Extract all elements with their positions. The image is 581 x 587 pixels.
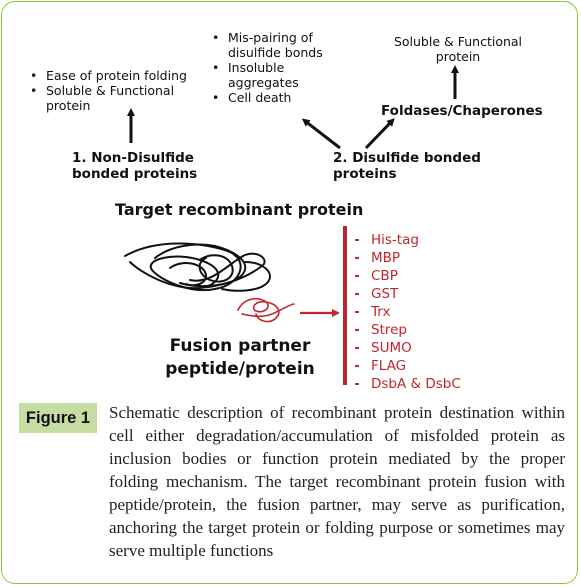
figure-label: Figure 1 xyxy=(19,403,97,433)
fusion-tag-item: FLAG xyxy=(345,357,485,375)
figure-caption: Schematic description of recombinant pro… xyxy=(109,403,565,560)
fusion-tag-item: GST xyxy=(345,285,485,303)
disulfide-label: 2. Disulfide bonded proteins xyxy=(333,150,481,182)
arrow-to-chaperones xyxy=(364,118,395,150)
left-outcome-item: Soluble & Functional protein xyxy=(28,83,206,113)
fusion-partner-title: Fusion partner peptide/protein xyxy=(165,336,315,379)
left-outcome-item: Ease of protein folding xyxy=(28,68,218,83)
misfolding-outcome-list: Mis-pairing of disulfide bonds Insoluble… xyxy=(210,30,350,105)
misfolding-outcome-item: Cell death xyxy=(210,90,350,105)
misfolding-outcome-item: Mis-pairing of disulfide bonds xyxy=(210,30,350,60)
fusion-tag-item: SUMO xyxy=(345,339,485,357)
fusion-tag-item: His-tag xyxy=(345,231,485,249)
arrow-to-misfolding xyxy=(301,118,341,150)
fusion-partner-scribble xyxy=(237,297,295,323)
target-protein-scribble xyxy=(124,242,271,292)
chaperone-outcome-text: Soluble & Functional protein xyxy=(393,34,523,64)
fusion-tag-item: CBP xyxy=(345,267,485,285)
fusion-tag-item: Trx xyxy=(345,303,485,321)
target-protein-title: Target recombinant protein xyxy=(115,200,364,219)
fusion-tag-list: His-tag MBP CBP GST Trx Strep SUMO FLAG … xyxy=(345,231,485,393)
fusion-tag-bar xyxy=(343,226,347,385)
left-outcome-list: Ease of protein folding Soluble & Functi… xyxy=(28,68,218,113)
non-disulfide-label: 1. Non-Disulfide bonded proteins xyxy=(72,150,198,182)
foldases-chaperones-label: Foldases/Chaperones xyxy=(381,103,543,119)
fusion-tag-item: MBP xyxy=(345,249,485,267)
misfolding-outcome-item: Insoluble aggregates xyxy=(210,60,350,90)
fusion-tag-item: DsbA & DsbC xyxy=(345,375,485,393)
fusion-tag-item: Strep xyxy=(345,321,485,339)
